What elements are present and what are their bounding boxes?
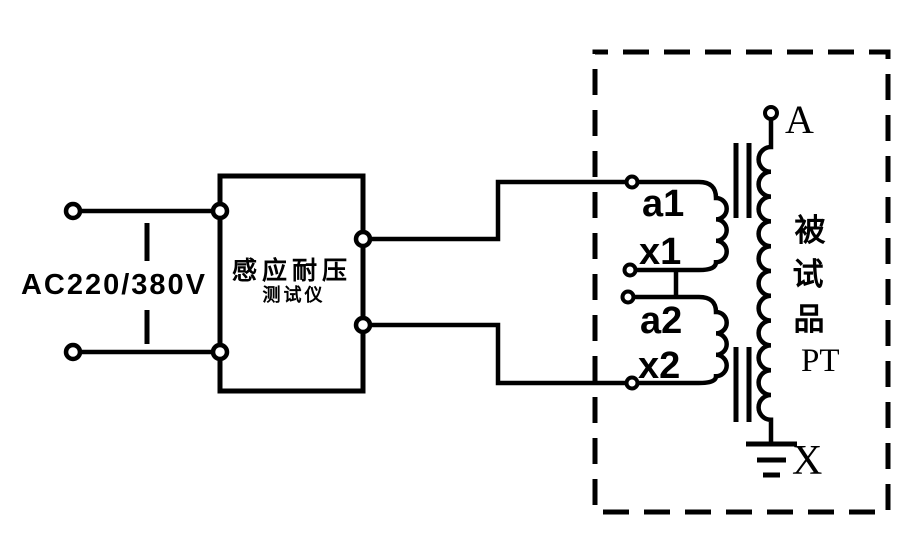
- terminal-circles: [63, 105, 779, 391]
- terminal-label-x2: x2: [638, 345, 680, 387]
- device-label-pt: PT: [801, 343, 840, 379]
- secondary-winding: [756, 120, 774, 444]
- tester-output-terminal-top: [353, 229, 373, 249]
- terminal-x2: [624, 375, 640, 391]
- terminal-label-x1: x1: [639, 231, 681, 273]
- transformer-core-icon: [733, 143, 752, 422]
- terminal-a2: [620, 289, 636, 305]
- terminal-A: [763, 105, 779, 121]
- tester-name-line1: 感应耐压: [232, 256, 352, 285]
- terminal-x1: [622, 262, 638, 278]
- primary-winding-1: [636, 179, 729, 273]
- device-label-char-2: 试: [793, 257, 824, 292]
- terminal-label-a1: a1: [642, 183, 684, 225]
- source-voltage-label: AC220/380V: [21, 269, 207, 301]
- tester-box: [217, 173, 366, 394]
- tester-input-terminal-bottom: [210, 342, 230, 362]
- wire-tester-to-x2: [363, 322, 629, 386]
- device-label-char-3: 品: [794, 302, 825, 337]
- source-terminal-bottom: [63, 342, 83, 362]
- hv-terminal-label: A: [785, 97, 814, 142]
- wire-tester-to-a1: [363, 179, 628, 242]
- source-terminal-top: [63, 201, 83, 221]
- ground-icon: [746, 441, 797, 478]
- device-label-char-1: 被: [795, 213, 826, 248]
- tester-name-line2: 测试仪: [263, 284, 326, 305]
- tester-input-terminal-top: [210, 201, 230, 221]
- ground-terminal-label: X: [792, 438, 822, 484]
- terminal-label-a2: a2: [640, 300, 682, 342]
- primary-winding-2: [634, 294, 729, 386]
- terminal-a1: [624, 174, 640, 190]
- tester-output-terminal-bottom: [353, 315, 373, 335]
- dashed-enclosure: [592, 49, 891, 515]
